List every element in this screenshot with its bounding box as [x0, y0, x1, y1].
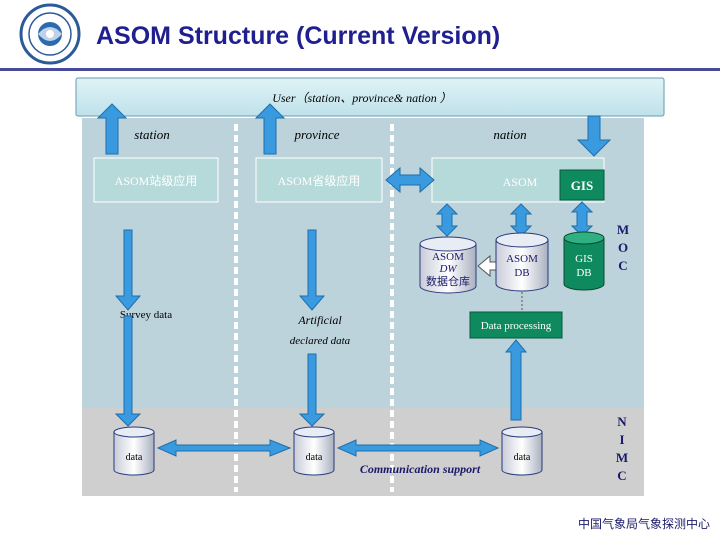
survey-data-label: Survey data — [120, 309, 172, 321]
nation-data-label: data — [514, 452, 531, 463]
asom-db-database — [495, 232, 549, 292]
declared-data-label: declared data — [290, 335, 351, 347]
user-bar-label: User（station、province& nation ） — [272, 91, 452, 105]
nimc-letter: M — [616, 450, 628, 465]
footer-org: 中国气象局气象探测中心 — [577, 517, 710, 531]
nation-data-database — [501, 426, 543, 476]
station-data-arrow — [114, 315, 142, 427]
nimc-letter: C — [617, 468, 626, 483]
gis-box — [559, 169, 605, 201]
province-up-arrow — [254, 103, 286, 155]
gis-db-label-1: GIS — [575, 253, 593, 265]
station-data-label: data — [126, 452, 143, 463]
station-down-arrow — [114, 229, 142, 311]
gis-db-label-2: DB — [576, 267, 591, 279]
province-app-label: ASOM省级应用 — [278, 173, 361, 188]
page-title: ASOM Structure (Current Version) — [96, 22, 501, 50]
logo-emblem-icon — [19, 3, 81, 65]
column-label-nation: nation — [493, 127, 526, 142]
asom-dw-label-3: 数据仓库 — [426, 274, 470, 288]
asom-dw-database — [419, 236, 477, 294]
province-app-box — [255, 157, 383, 203]
asom-dw-label-1: ASOM — [432, 251, 464, 263]
province-data-label: data — [306, 452, 323, 463]
data-processing-label: Data processing — [481, 320, 552, 332]
moc-letter: C — [618, 258, 627, 273]
province-data-database — [293, 426, 335, 476]
asom-db-label-2: DB — [514, 267, 529, 279]
moc-letter: O — [618, 240, 628, 255]
artificial-label: Artificial — [297, 313, 342, 327]
moc-letter: M — [617, 222, 629, 237]
station-app-box — [93, 157, 219, 203]
province-nation-double-arrow — [385, 166, 435, 194]
nimc-letter: N — [617, 414, 627, 429]
province-data-arrow — [298, 353, 326, 427]
asom-db-label-1: ASOM — [506, 253, 538, 265]
nimc-letter: I — [619, 432, 624, 447]
nation-down-arrow — [576, 115, 612, 157]
column-label-province: province — [294, 127, 340, 142]
station-up-arrow — [96, 103, 128, 155]
nation-asom-label: ASOM — [503, 175, 538, 189]
nation-up-arrow — [504, 339, 528, 421]
province-down-arrow — [298, 229, 326, 311]
data-processing-box — [469, 311, 563, 339]
column-label-station: station — [134, 127, 169, 142]
asom-dw-label-2: DW — [438, 263, 457, 275]
gis-label: GIS — [571, 178, 593, 193]
logo — [8, 2, 92, 66]
station-data-database — [113, 426, 155, 476]
station-app-label: ASOM站级应用 — [115, 173, 198, 188]
header-divider — [0, 68, 720, 71]
asom-dw-arrow — [435, 203, 459, 237]
province-nation-data-arrow — [336, 439, 500, 457]
gis-db-database — [563, 231, 605, 291]
station-province-data-arrow — [156, 439, 292, 457]
user-bar — [75, 77, 665, 117]
communication-support-label: Communication support — [360, 462, 481, 476]
